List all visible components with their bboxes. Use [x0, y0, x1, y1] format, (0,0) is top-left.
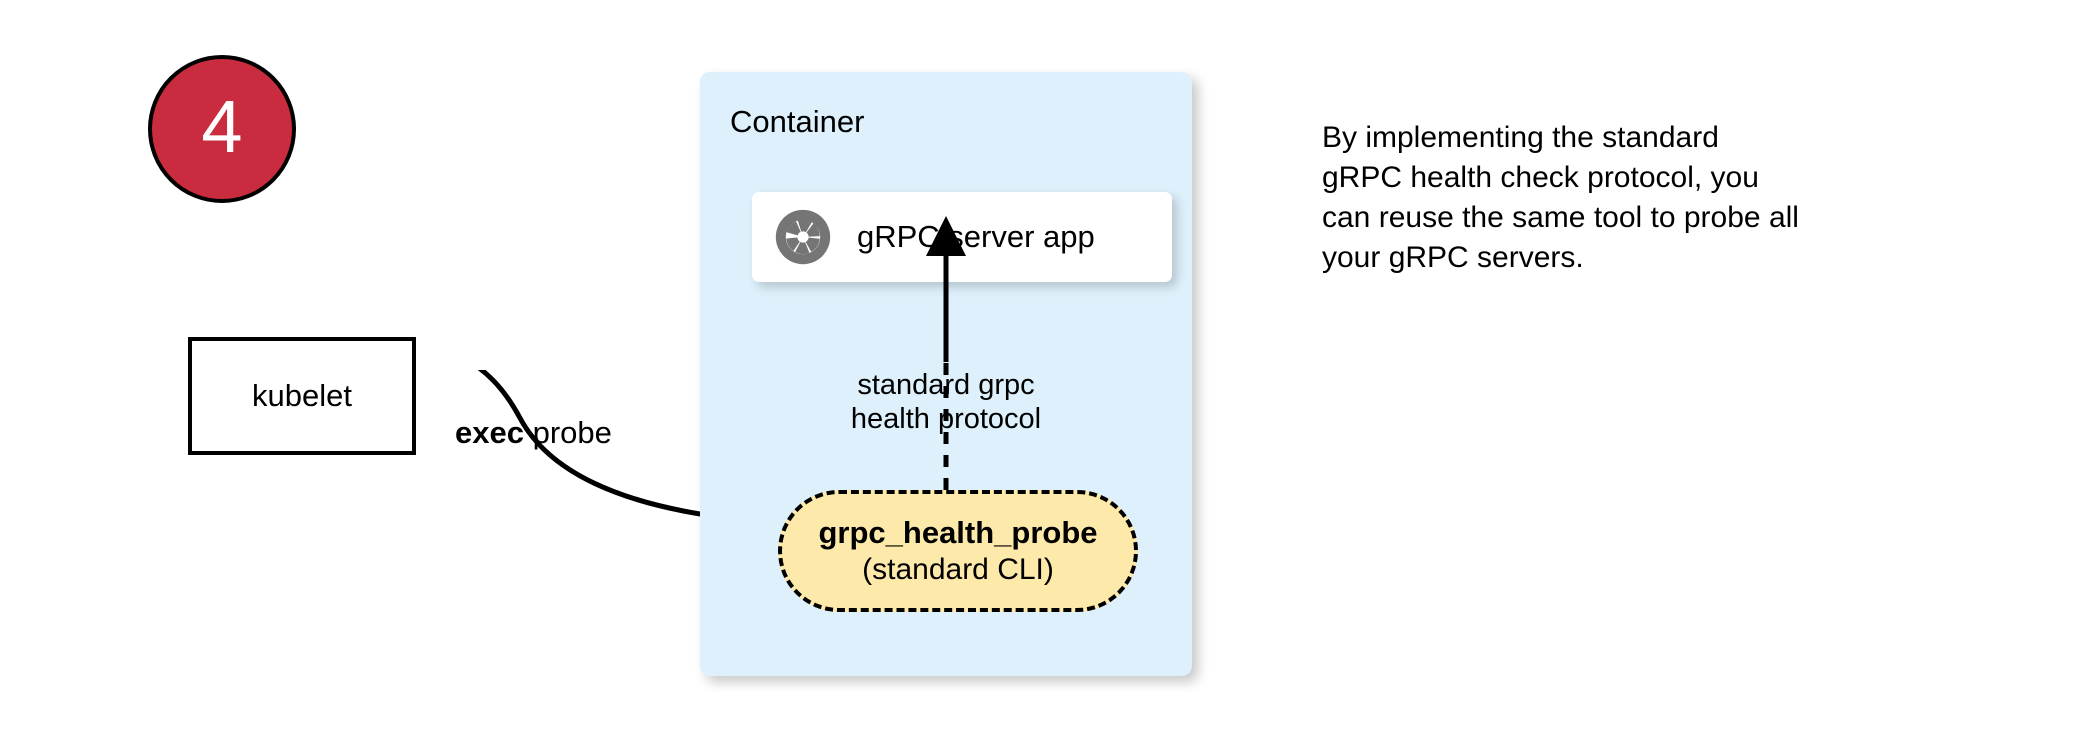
note-line-2: gRPC health check protocol, you: [1322, 160, 1759, 194]
grpc-aperture-icon: [775, 209, 831, 265]
protocol-label-line-1: standard grpc: [857, 369, 1035, 401]
explanatory-note: By implementing the standard gRPC health…: [1322, 118, 1922, 278]
grpc-health-probe-node: grpc_health_probe (standard CLI): [778, 490, 1138, 612]
kubelet-node: kubelet: [188, 337, 416, 455]
step-number-text: 4: [201, 85, 243, 168]
exec-probe-suffix: probe: [523, 415, 612, 450]
kubelet-label: kubelet: [252, 378, 352, 414]
step-number-badge: 4: [148, 55, 296, 203]
exec-keyword: exec: [455, 415, 524, 450]
protocol-label-line-2: health protocol: [850, 403, 1042, 436]
grpc-server-app-card: gRPC server app: [752, 192, 1172, 282]
note-line-1: By implementing the standard: [1322, 121, 1719, 154]
grpc-server-app-label: gRPC server app: [857, 219, 1095, 255]
note-line-4: your gRPC servers.: [1322, 240, 1584, 274]
container-title: Container: [730, 104, 865, 139]
note-line-3: can reuse the same tool to probe all: [1322, 200, 1799, 234]
protocol-edge-label: standard grpc health protocol: [700, 368, 1192, 436]
exec-probe-edge-label: exec probe: [455, 415, 612, 451]
grpc-health-probe-title: grpc_health_probe: [818, 515, 1098, 551]
grpc-health-probe-subtitle: (standard CLI): [862, 552, 1054, 586]
